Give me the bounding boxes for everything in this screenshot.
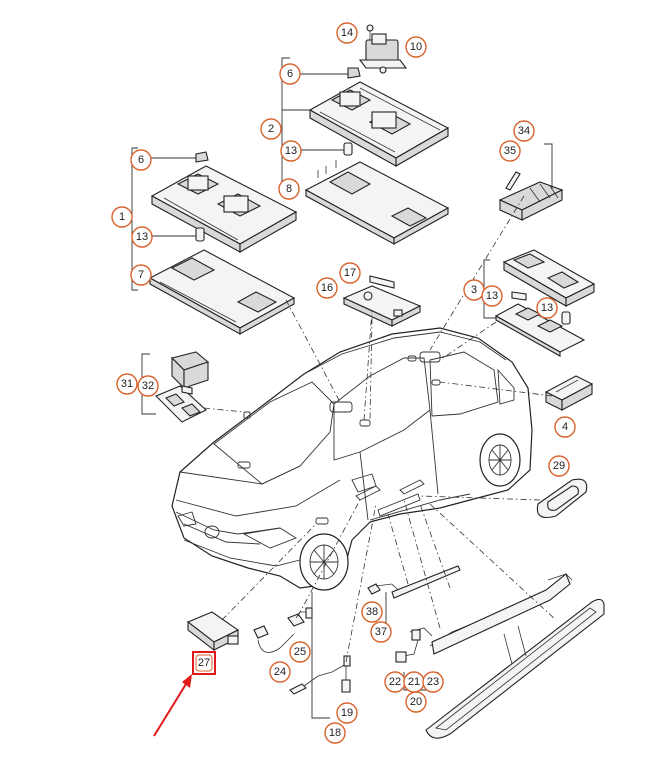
callout-37-label: 37 [375, 626, 387, 638]
callout-13-a-label: 13 [285, 145, 297, 157]
callout-13-a: 13 [280, 140, 302, 162]
part-6-clip-left [195, 151, 209, 163]
callout-3: 3 [463, 279, 485, 301]
callout-23-label: 23 [427, 676, 439, 688]
part-2-console [308, 81, 450, 167]
part-20-strip [395, 573, 573, 663]
callout-21-label: 21 [408, 676, 420, 688]
callout-23: 23 [422, 671, 444, 693]
callout-29: 29 [548, 455, 570, 477]
callout-38-label: 38 [366, 606, 378, 618]
part-35-bulb [505, 171, 521, 191]
callout-13-b: 13 [131, 226, 153, 248]
callout-6-top: 6 [279, 63, 301, 85]
callout-8-label: 8 [286, 183, 292, 195]
callout-38: 38 [361, 601, 383, 623]
part-1-console [150, 165, 298, 253]
highlight-27-label: 27 [198, 657, 210, 669]
part-13-bulb-b [195, 227, 205, 242]
part-24-harness [253, 607, 313, 653]
part-10-assembly [358, 24, 408, 74]
callout-17-label: 17 [344, 267, 356, 279]
callout-2-label: 2 [268, 123, 274, 135]
callout-29-label: 29 [553, 460, 565, 472]
callout-7: 7 [130, 264, 152, 286]
part-4-lamp [544, 375, 594, 411]
callout-13-d: 13 [536, 297, 558, 319]
part-16-lamp [342, 285, 422, 327]
callout-13-c-label: 13 [486, 290, 498, 302]
callout-22-label: 22 [389, 676, 401, 688]
callout-4: 4 [554, 416, 576, 438]
callout-19-label: 19 [341, 707, 353, 719]
part-31-module [170, 351, 210, 390]
callout-13-b-label: 13 [136, 231, 148, 243]
part-8-trim [304, 160, 450, 245]
callout-34-label: 34 [518, 125, 530, 137]
part-6-clip-top [347, 67, 361, 79]
part-13-bulb-c [511, 291, 527, 301]
part-17-bulb [369, 275, 395, 289]
callout-35-label: 35 [504, 145, 516, 157]
callout-13-d-label: 13 [541, 302, 553, 314]
callout-25: 25 [289, 641, 311, 663]
callout-16: 16 [316, 277, 338, 299]
part-27-module [186, 611, 240, 652]
part-34-lamp [498, 181, 564, 221]
callout-24: 24 [269, 661, 291, 683]
part-13-bulb-d [561, 311, 571, 325]
callout-8: 8 [278, 178, 300, 200]
part-scuff-plate [425, 598, 605, 739]
callout-6-left-label: 6 [138, 154, 144, 166]
callout-14: 14 [336, 22, 358, 44]
part-3-console [502, 249, 596, 307]
part-18-harness [289, 655, 351, 695]
callout-10: 10 [405, 36, 427, 58]
callout-4-label: 4 [562, 421, 568, 433]
callout-13-c: 13 [481, 285, 503, 307]
callout-25-label: 25 [294, 646, 306, 658]
part-13-bulb-a [343, 142, 353, 156]
callout-18: 18 [324, 722, 346, 744]
callout-10-label: 10 [410, 41, 422, 53]
part-32-lamp [155, 385, 207, 423]
callout-35: 35 [499, 140, 521, 162]
car-body [171, 327, 533, 591]
callout-18-label: 18 [329, 727, 341, 739]
callout-31-label: 31 [121, 378, 133, 390]
part-3-trim [494, 303, 586, 357]
callout-17: 17 [339, 262, 361, 284]
callout-1: 1 [111, 206, 133, 228]
callout-16-label: 16 [321, 282, 333, 294]
part-37-strip [367, 565, 461, 599]
callout-1-label: 1 [119, 211, 125, 223]
callout-20-label: 20 [410, 696, 422, 708]
callout-24-label: 24 [274, 666, 286, 678]
callout-34: 34 [513, 120, 535, 142]
part-29-trim [536, 478, 588, 519]
callout-3-label: 3 [471, 284, 477, 296]
callout-31: 31 [116, 373, 138, 395]
callout-37: 37 [370, 621, 392, 643]
highlight-27: 27 [192, 651, 216, 675]
callout-6-left: 6 [130, 149, 152, 171]
callout-14-label: 14 [341, 27, 353, 39]
callout-19: 19 [336, 702, 358, 724]
callout-21: 21 [403, 671, 425, 693]
leader-lines [203, 195, 557, 663]
callout-7-label: 7 [138, 269, 144, 281]
callout-2: 2 [260, 118, 282, 140]
part-7-trim [148, 249, 296, 335]
callouts: 14 10 6 2 13 8 6 1 13 7 34 35 17 16 3 13… [111, 22, 576, 744]
callout-32: 32 [137, 375, 159, 397]
callout-32-label: 32 [142, 380, 154, 392]
callout-20: 20 [405, 691, 427, 713]
callout-22: 22 [384, 671, 406, 693]
red-arrow [153, 674, 192, 737]
callout-6-top-label: 6 [287, 68, 293, 80]
